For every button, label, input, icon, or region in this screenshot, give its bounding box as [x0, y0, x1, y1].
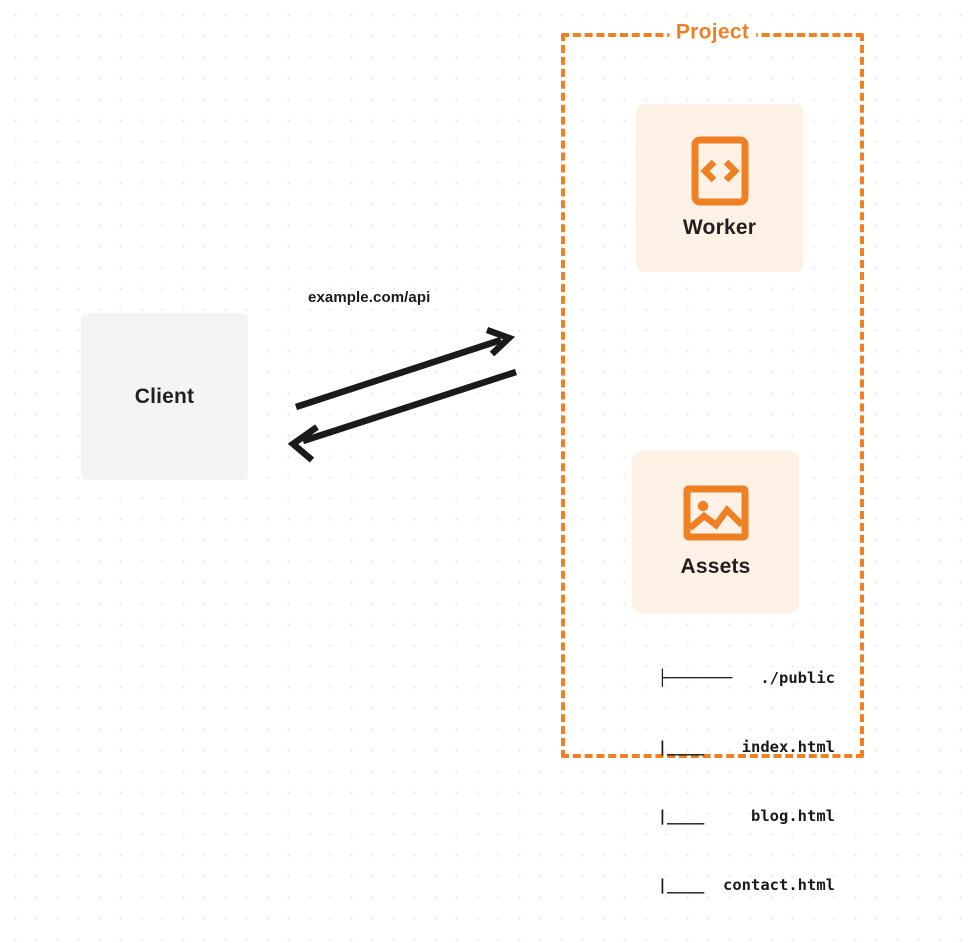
response-arrow	[287, 368, 518, 463]
assets-card-label: Assets	[680, 555, 751, 578]
worker-card-label: Worker	[682, 216, 757, 239]
worker-card[interactable]: Worker	[636, 104, 803, 272]
client-node[interactable]: Client	[81, 313, 248, 480]
assets-file-tree: ├─────── ./public |____ index.html |____…	[585, 621, 835, 943]
code-brackets-icon	[691, 136, 748, 206]
diagram-canvas: Client example.com/api Project Worker	[81, 20, 864, 894]
image-icon	[683, 485, 748, 541]
file-tree-row: |____ contact.html	[657, 876, 835, 894]
client-node-label: Client	[134, 384, 195, 408]
project-boundary: Project Worker Assets ├─────── ./public …	[561, 20, 864, 894]
file-tree-row-root: ├─────── ./public	[657, 669, 835, 687]
file-tree-row: |____ blog.html	[657, 807, 835, 825]
project-title: Project	[668, 20, 757, 45]
connection-url-label: example.com/api	[308, 289, 431, 306]
file-tree-row: |____ index.html	[657, 738, 835, 756]
request-arrow	[294, 326, 516, 411]
assets-card[interactable]: Assets	[632, 451, 799, 613]
